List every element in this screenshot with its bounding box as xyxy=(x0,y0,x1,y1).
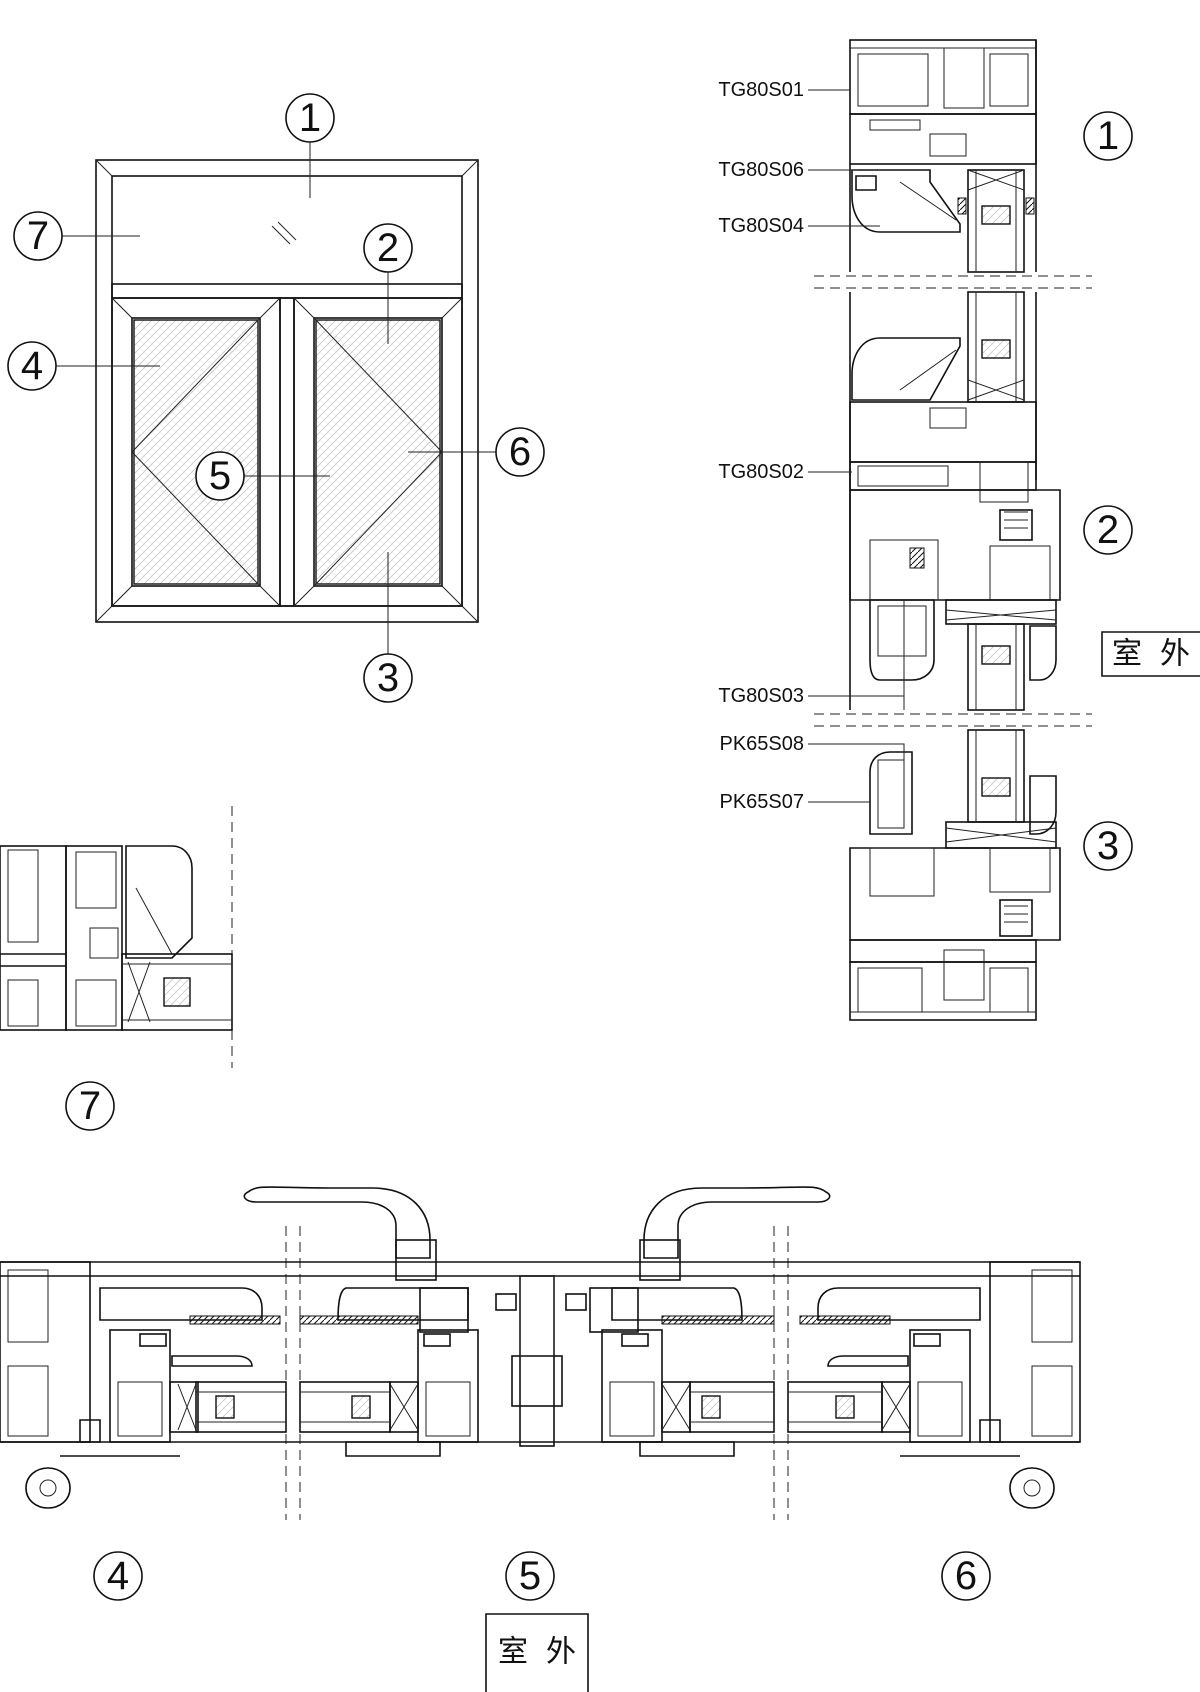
callout-3-label: 3 xyxy=(377,656,399,700)
outdoor-label-bottom: 室外 xyxy=(485,1613,594,1692)
callout-1-label: 1 xyxy=(299,96,321,140)
callout-3: 3 xyxy=(363,653,413,703)
outdoor-label-right-text: 室外 xyxy=(1112,637,1200,672)
callout-7: 7 xyxy=(13,211,63,261)
callout-4: 4 xyxy=(7,341,57,391)
profile-label-pk65s08: PK65S08 xyxy=(719,733,804,755)
section-7-detail xyxy=(0,806,233,1068)
section-callout-6-label: 6 xyxy=(955,1554,977,1598)
section-callout-2: 2 xyxy=(1083,505,1133,555)
profile-label-tg80s02: TG80S02 xyxy=(718,461,804,483)
callout-2-label: 2 xyxy=(377,226,399,270)
section-callout-1-label: 1 xyxy=(1097,114,1119,158)
section-callout-2-label: 2 xyxy=(1097,508,1119,552)
callout-6: 6 xyxy=(495,427,545,477)
section-callout-5: 5 xyxy=(505,1551,555,1601)
outdoor-label-right: 室外 xyxy=(1101,631,1200,677)
callout-4-label: 4 xyxy=(21,344,43,388)
callout-2: 2 xyxy=(363,223,413,273)
section-callout-4-label: 4 xyxy=(107,1554,129,1598)
section-callout-3-label: 3 xyxy=(1097,824,1119,868)
callout-5: 5 xyxy=(195,451,245,501)
section-callout-3: 3 xyxy=(1083,821,1133,871)
profile-label-pk65s07: PK65S07 xyxy=(719,791,804,813)
profile-label-tg80s04: TG80S04 xyxy=(718,215,804,237)
section-callout-1: 1 xyxy=(1083,111,1133,161)
section-callout-6: 6 xyxy=(941,1551,991,1601)
section-callout-4: 4 xyxy=(93,1551,143,1601)
profile-label-tg80s01: TG80S01 xyxy=(718,79,804,101)
outdoor-label-bottom-text: 室外 xyxy=(498,1635,594,1670)
section-callout-5-label: 5 xyxy=(519,1554,541,1598)
section-callout-7: 7 xyxy=(65,1081,115,1131)
horizontal-section xyxy=(0,1186,1081,1520)
callout-5-label: 5 xyxy=(209,454,231,498)
section-callout-7-label: 7 xyxy=(79,1084,101,1128)
window-elevation xyxy=(56,142,498,654)
profile-label-tg80s06: TG80S06 xyxy=(718,159,804,181)
callout-6-label: 6 xyxy=(509,430,531,474)
profile-label-tg80s03: TG80S03 xyxy=(718,685,804,707)
callout-1: 1 xyxy=(285,93,335,143)
vertical-section xyxy=(808,39,1092,1021)
callout-7-label: 7 xyxy=(27,214,49,258)
